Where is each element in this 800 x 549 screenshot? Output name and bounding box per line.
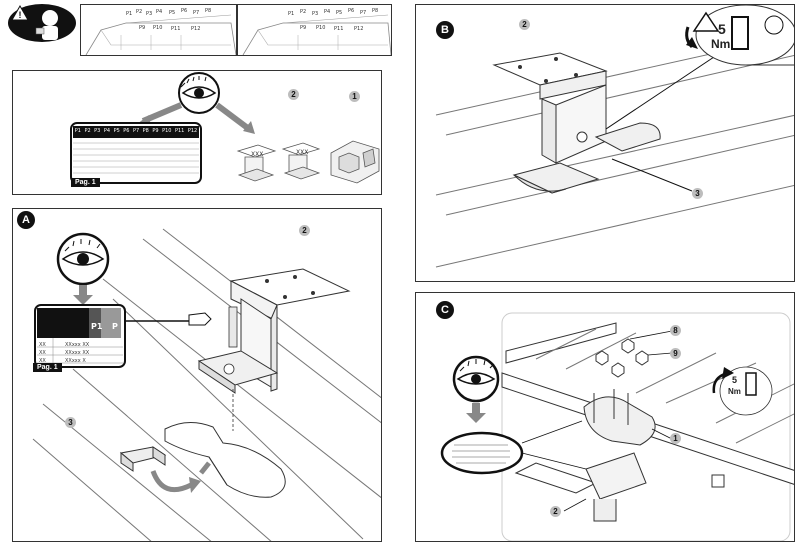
table-header-row: P1 P2 P3 P4 P5 P6 P7 P8 P9 P10 P11 P12: [73, 128, 199, 134]
table-cell: XXxxx X: [65, 358, 86, 364]
part-number-2: 2: [519, 19, 530, 30]
p-label: P1: [126, 11, 133, 17]
p-label: P7: [193, 10, 200, 16]
table-header: P4: [103, 128, 111, 134]
p-label: P3: [312, 11, 319, 17]
xxx-label: XXX: [251, 151, 264, 158]
p-label: P1: [288, 11, 295, 17]
warning-figure: !: [6, 2, 76, 44]
table-cell: XXxxx XX: [65, 350, 90, 356]
step-b-panel: B 2 3 5 Nm: [415, 4, 795, 282]
p-label: P6: [348, 8, 355, 14]
table-header: P9: [152, 128, 159, 134]
table-header: P5: [113, 128, 120, 134]
p-label: P7: [360, 10, 367, 16]
p-label: P11: [171, 26, 181, 32]
step-c-panel: C 8 9 1 2 5 Nm: [415, 292, 795, 542]
p-label: P3: [146, 11, 153, 17]
p-label: P12: [191, 26, 201, 32]
p-label: P4: [156, 9, 163, 15]
part-number-1: 1: [670, 433, 681, 444]
step-a-badge: A: [17, 211, 35, 229]
table-header: P12: [187, 128, 198, 134]
part-number-3: 3: [692, 188, 703, 199]
table-cell: XX: [39, 342, 46, 348]
torque-unit: Nm: [728, 387, 741, 396]
part-number-2: 2: [299, 225, 310, 236]
table-header: P7: [132, 128, 140, 134]
p-label: P10: [316, 25, 326, 31]
table-header: P8: [142, 128, 149, 134]
step-a-panel: A 2 3 P1 P XX XXxxx XX XX XXxxx XX XX XX…: [12, 208, 382, 542]
p-label: P12: [354, 26, 364, 32]
p-label: P11: [334, 26, 344, 32]
table-cell: XXxxx XX: [65, 342, 90, 348]
svg-text:!: !: [19, 10, 22, 20]
table-header: P1: [91, 322, 103, 331]
p-label: P8: [372, 8, 379, 14]
table-header: P1: [74, 128, 81, 134]
table-header: P6: [123, 128, 130, 134]
p-label: P9: [300, 25, 307, 31]
xxx-label: XXX: [296, 149, 309, 156]
intro-step-panel: P1 P2 P3 P4 P5 P6 P7 P8 P9 P10 P11 P12 P…: [12, 70, 382, 195]
part-number-1: 1: [349, 91, 360, 102]
p-label: P8: [205, 8, 212, 14]
car-diagram-right: P1 P2 P3 P4 P5 P6 P7 P8 P9 P10 P11 P12: [237, 4, 392, 56]
part-number-8: 8: [670, 325, 681, 336]
torque-value: 5: [718, 21, 726, 37]
p-label: P4: [324, 9, 331, 15]
page-tag: Pag. 1: [71, 178, 100, 187]
table-header: P3: [94, 128, 101, 134]
p-label: P6: [181, 8, 188, 14]
p-label: P5: [336, 10, 343, 16]
p-label: P9: [139, 25, 146, 31]
table-cell: XX: [39, 350, 46, 356]
part-number-2: 2: [288, 89, 299, 100]
table-header: P10: [162, 128, 172, 134]
p-label: P5: [169, 10, 176, 16]
car-diagram-left: P1 P2 P3 P4 P5 P6 P7 P8 P9 P10 P11 P12: [80, 4, 237, 56]
p-label: P2: [300, 9, 307, 15]
torque-value: 5: [732, 375, 738, 385]
table-cell: XX: [39, 358, 46, 364]
step-c-badge: C: [436, 301, 454, 319]
table-header: P11: [174, 128, 185, 134]
page-tag: Pag. 1: [33, 363, 62, 372]
p-label: P10: [153, 25, 163, 31]
p-label: P2: [136, 9, 143, 15]
step-b-badge: B: [436, 21, 454, 39]
part-number-3: 3: [65, 417, 76, 428]
table-header: P2: [84, 128, 91, 134]
torque-unit: Nm: [711, 37, 731, 51]
part-number-9: 9: [670, 348, 681, 359]
table-header: P: [112, 322, 118, 331]
part-number-2: 2: [550, 506, 561, 517]
